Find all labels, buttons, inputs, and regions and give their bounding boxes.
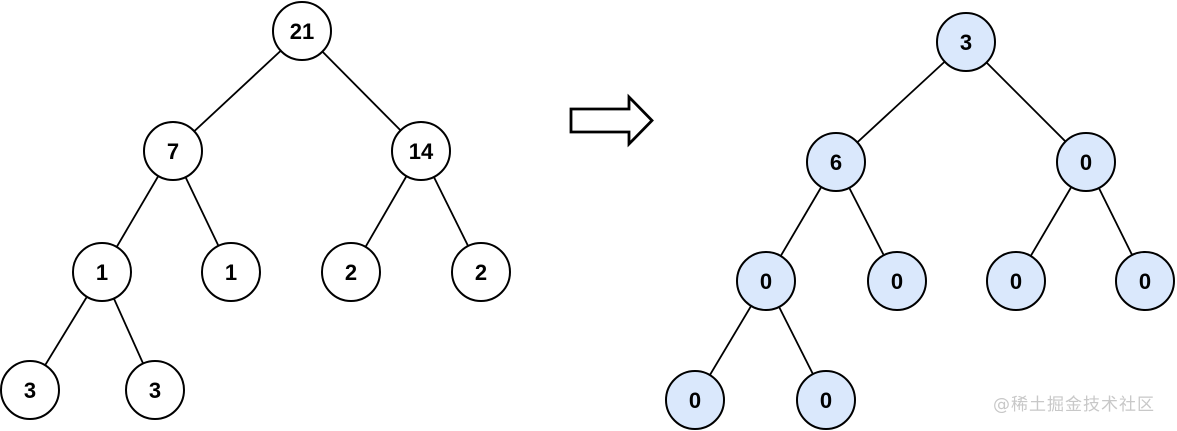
tree-node-label: 3 [24,378,36,403]
tree-node: 6 [806,132,866,192]
tree-node-label: 14 [409,139,434,164]
tree-node: 3 [125,360,185,420]
tree-node-circle [0,360,60,420]
tree-node-circle [1115,251,1175,311]
transformed-tree: 3 6 0 0 0 0 0 0 0 [665,12,1175,430]
tree-node-circle [806,132,866,192]
tree-node-circle [867,251,927,311]
tree-node-circle [321,242,381,302]
tree-node-label: 7 [167,139,179,164]
tree-node-circle [125,360,185,420]
tree-node-circle [1056,132,1116,192]
tree-node: 3 [936,12,996,72]
tree-node-circle [665,370,725,430]
tree-node-circle [451,242,511,302]
tree-node: 0 [1115,251,1175,311]
tree-node: 0 [867,251,927,311]
tree-node-label: 21 [290,19,314,44]
tree-node-label: 2 [345,260,357,285]
tree-node-label: 2 [475,260,487,285]
tree-node-circle [272,1,332,61]
tree-node-circle [936,12,996,72]
tree-node-label: 1 [225,260,237,285]
tree-node-circle [986,251,1046,311]
tree-node-circle [391,121,451,181]
tree-node-label: 0 [891,269,903,294]
tree-node-label: 3 [960,30,972,55]
tree-node: 1 [72,242,132,302]
right-block-arrow-icon [569,93,654,148]
tree-node: 2 [321,242,381,302]
tree-node-label: 0 [689,388,701,413]
tree-node-circle [736,251,796,311]
tree-node: 0 [1056,132,1116,192]
watermark-text: @稀土掘金技术社区 [993,395,1155,415]
tree-node: 0 [736,251,796,311]
tree-node-circle [796,370,856,430]
tree-node-label: 0 [760,269,772,294]
tree-node-label: 6 [830,150,842,175]
tree-node: 21 [272,1,332,61]
tree-node-label: 0 [1080,150,1092,175]
tree-node: 7 [143,121,203,181]
tree-node-circle [72,242,132,302]
tree-node: 14 [391,121,451,181]
tree-node-label: 3 [149,378,161,403]
tree-node-circle [143,121,203,181]
tree-node: 0 [665,370,725,430]
tree-node: 0 [796,370,856,430]
tree-node-label: 0 [1010,269,1022,294]
tree-node-label: 1 [96,260,108,285]
original-tree: 21 7 14 1 1 2 2 3 3 [0,1,511,420]
tree-node-label: 0 [1139,269,1151,294]
tree-node-circle [201,242,261,302]
tree-node: 2 [451,242,511,302]
tree-node: 1 [201,242,261,302]
tree-node: 0 [986,251,1046,311]
tree-node-label: 0 [820,388,832,413]
tree-node: 3 [0,360,60,420]
